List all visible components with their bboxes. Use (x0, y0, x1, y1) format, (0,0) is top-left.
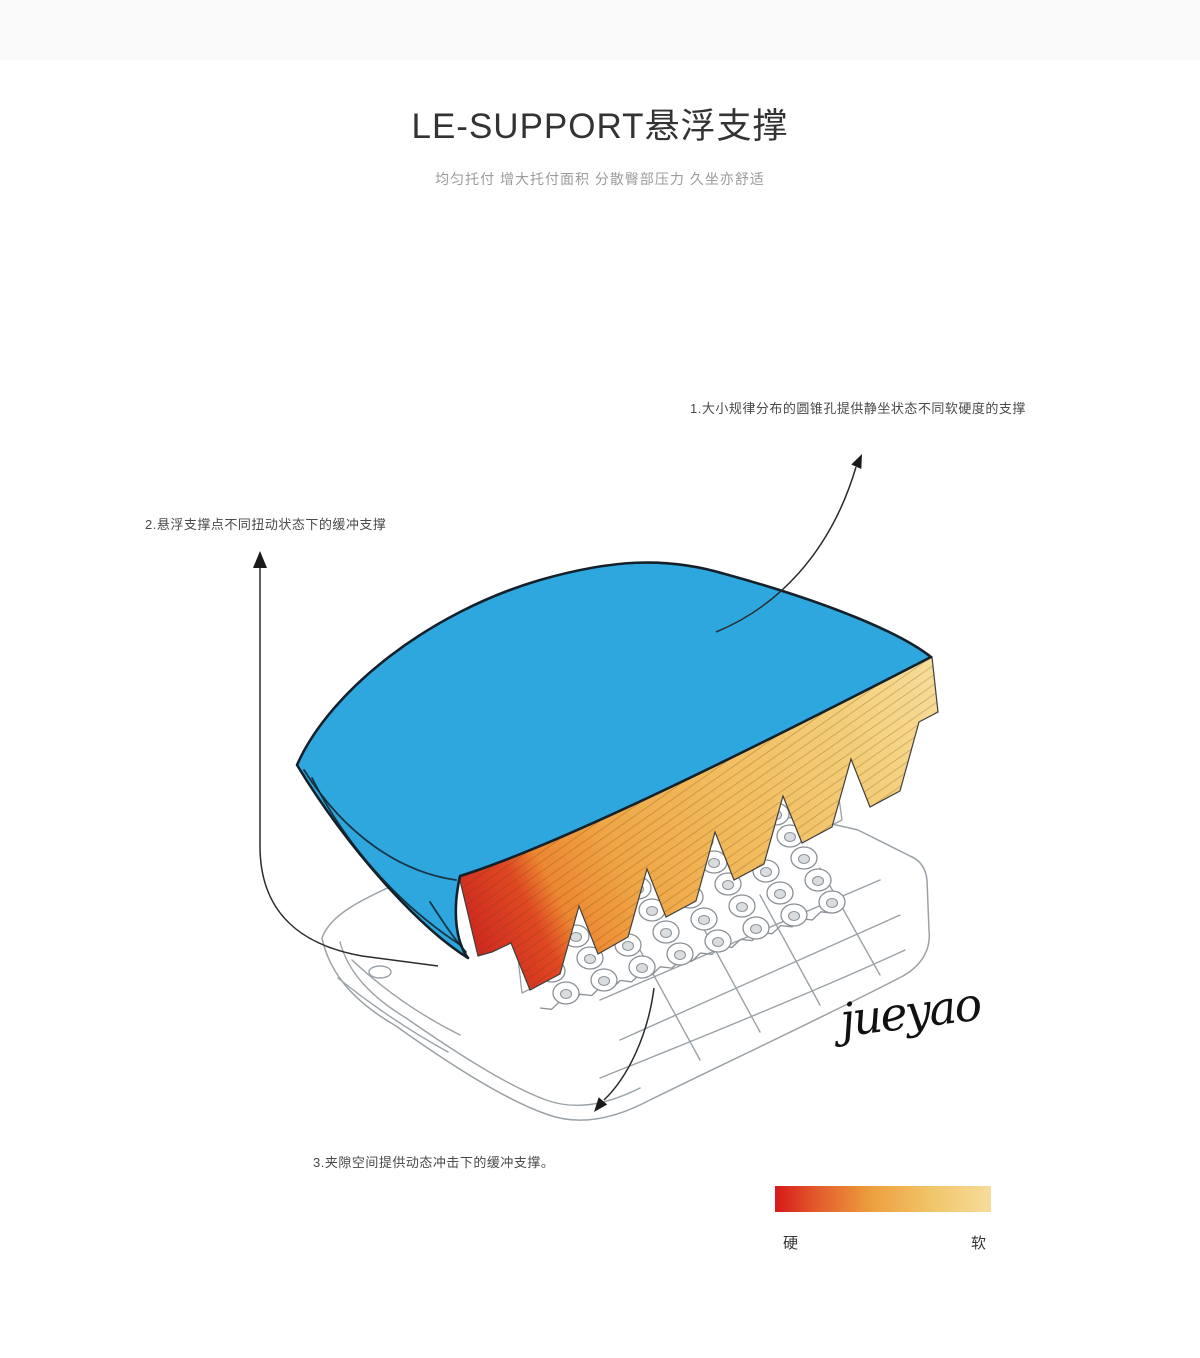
soft-label: 软 (971, 1235, 987, 1252)
cone-hole-center (774, 889, 786, 899)
cone-hole-center (570, 932, 582, 942)
cone-hole-center (584, 954, 596, 964)
annotation-gap-space: 3.夹隙空间提供动态冲击下的缓冲支撑。 (313, 1155, 555, 1170)
cushion-edge-crease (311, 777, 463, 947)
hardness-gradient-bar (775, 1186, 991, 1212)
cone-hole-center (622, 941, 634, 951)
cone-hole-center (826, 898, 838, 908)
ripple-sheet-edge (539, 904, 842, 1010)
hard-label: 硬 (783, 1235, 799, 1252)
leader-line-2 (259, 566, 439, 967)
base-left-compartment-2 (337, 977, 449, 1053)
leader-line-1 (715, 466, 857, 633)
cone-hole-center (698, 915, 710, 925)
cone-hole-center (798, 854, 810, 864)
section-title: LE-SUPPORT悬浮支撑 (411, 107, 789, 146)
cone-hole-center (598, 976, 610, 986)
cone-hole-center (636, 963, 648, 973)
annotation-suspension-points: 2.悬浮支撑点不同扭动状态下的缓冲支撑 (145, 517, 387, 532)
arrowhead-2 (253, 551, 267, 568)
cone-hole-center (708, 858, 720, 868)
section-subtitle: 均匀托付 增大托付面积 分散臀部压力 久坐亦舒适 (435, 171, 765, 187)
base-rib-cross-3 (759, 894, 821, 1006)
cone-hole-center (712, 937, 724, 947)
cone-hole-center (722, 880, 734, 890)
cone-hole-center (812, 876, 824, 886)
cushion-tip-crease (429, 901, 467, 953)
cone-hole-center (750, 924, 762, 934)
leader-arrows (253, 454, 862, 1112)
annotation-cone-holes: 1.大小规律分布的圆锥孔提供静坐状态不同软硬度的支撑 (690, 401, 1026, 416)
cone-hole-center (646, 906, 658, 916)
cone-hole-center (788, 911, 800, 921)
cone-hole-center (560, 989, 572, 999)
cone-hole-center (736, 902, 748, 912)
cushion-shell (295, 561, 933, 960)
top-spacer-band (0, 0, 1200, 60)
cone-hole-center (784, 832, 796, 842)
arrowhead-1 (851, 454, 862, 469)
cone-hole-center (660, 928, 672, 938)
base-left-compartment-1 (351, 959, 461, 1036)
cushion-top-layer (295, 561, 933, 960)
base-rib-long-2 (619, 914, 901, 1041)
base-hole-detail (368, 965, 392, 979)
section-header: LE-SUPPORT悬浮支撑 均匀托付 增大托付面积 分散臀部压力 久坐亦舒适 (0, 98, 1200, 189)
arrowhead-3 (594, 1097, 608, 1112)
cone-hole-center (674, 950, 686, 960)
seat-base-inner-rim (339, 941, 641, 1107)
leader-line-3 (603, 987, 655, 1101)
cone-hole-center (760, 867, 772, 877)
base-rib-cross-4 (819, 867, 881, 976)
